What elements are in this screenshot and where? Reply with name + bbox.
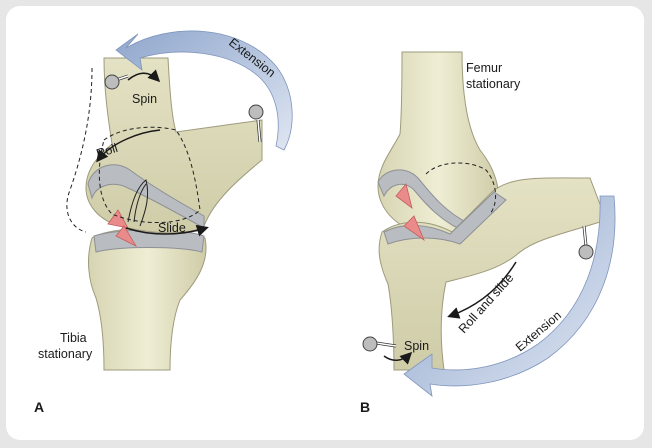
condyle-dashed-outline-a xyxy=(98,126,201,223)
meniscus-a2 xyxy=(115,225,138,247)
meniscus-b1 xyxy=(395,183,413,209)
spin-pin-b xyxy=(362,336,397,352)
spin-label-b: Spin xyxy=(404,339,429,353)
spin-label-a: Spin xyxy=(132,92,157,106)
contact-lines-a xyxy=(127,179,149,227)
spin-arrow-a xyxy=(127,69,161,83)
condyle-dashed-outline-b xyxy=(425,162,496,215)
panel-letter-b: B xyxy=(360,399,370,415)
extension-arrow-a xyxy=(115,30,293,151)
roll-arrow-a xyxy=(96,129,161,163)
roll-label-a: Roll xyxy=(95,141,120,161)
spin-arrow-b xyxy=(383,351,413,365)
femur-start-outline-a xyxy=(66,67,93,233)
femur-label-line1: Femur xyxy=(466,61,502,75)
extension-pin-b xyxy=(578,225,594,260)
extension-arrow-b xyxy=(403,195,616,397)
tibia-bone-b xyxy=(378,177,607,371)
tibia-label-line1: Tibia xyxy=(60,331,87,345)
slide-label-a: Slide xyxy=(158,221,186,235)
femur-label-line2: stationary xyxy=(466,77,521,91)
roll-and-slide-arrow-b xyxy=(447,261,517,319)
spin-pin-a xyxy=(104,74,129,90)
extension-pin-a xyxy=(248,104,264,143)
panel-b: Femur stationary Roll and slide Extensio… xyxy=(360,51,616,415)
panel-a: Spin Roll Slide Extension Tibia stationa… xyxy=(34,30,293,415)
tibia-label-line2: stationary xyxy=(38,347,93,361)
meniscus-a1 xyxy=(107,209,129,229)
meniscus-b2 xyxy=(403,215,425,242)
panel-letter-a: A xyxy=(34,399,44,415)
slide-arrow-a xyxy=(125,224,209,237)
roll-and-slide-label-b: Roll and slide xyxy=(456,271,517,336)
